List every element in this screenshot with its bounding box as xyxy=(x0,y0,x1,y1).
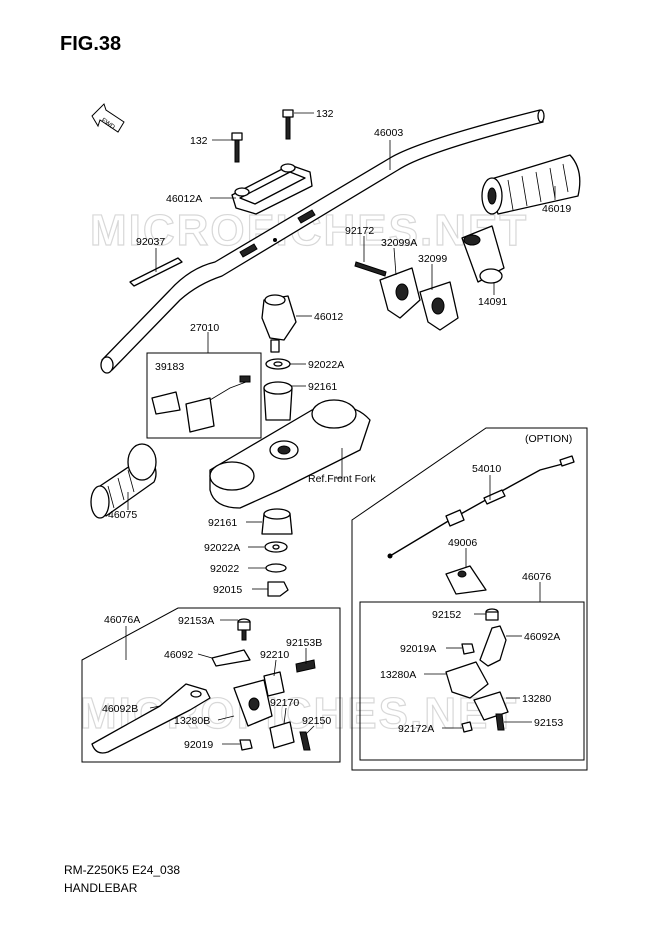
handlebar-46003 xyxy=(100,109,545,374)
nut-92172A xyxy=(461,721,473,733)
holder-13280B xyxy=(233,679,273,727)
bolt-92153 xyxy=(495,713,505,731)
lever-cover-49006 xyxy=(445,565,487,595)
label-14091: 14091 xyxy=(478,296,507,308)
lower-holder-46012 xyxy=(261,294,297,353)
label-46012A: 46012A xyxy=(166,193,202,205)
label-46075: 46075 xyxy=(108,509,137,521)
label-92037: 92037 xyxy=(136,236,165,248)
holder-13280A xyxy=(445,661,489,699)
label-54010: 54010 xyxy=(472,463,501,475)
throttle-housing-32099 xyxy=(419,281,459,331)
switch-assembly-box xyxy=(146,352,262,439)
bolt-132-right xyxy=(282,109,294,140)
label-13280B: 13280B xyxy=(174,715,210,727)
bushing-92161-bottom xyxy=(261,508,293,535)
forward-arrow-icon: FWD xyxy=(91,103,125,133)
label-132-left: 132 xyxy=(190,135,208,147)
label-92152: 92152 xyxy=(432,609,461,621)
label-92161-bottom: 92161 xyxy=(208,517,237,529)
adjuster-92153B xyxy=(295,659,316,673)
label-46019: 46019 xyxy=(542,203,571,215)
footer-name: HANDLEBAR xyxy=(64,881,138,895)
label-92210: 92210 xyxy=(260,649,289,661)
label-92015: 92015 xyxy=(213,584,242,596)
bushing-92161-top xyxy=(263,381,293,421)
figure-title: FIG.38 xyxy=(60,33,121,55)
label-ref-front-fork: Ref.Front Fork xyxy=(308,473,376,485)
washer-92022A-top xyxy=(265,358,291,370)
clutch-cable-54010 xyxy=(387,455,575,559)
label-46092B: 46092B xyxy=(102,703,138,715)
bolt-132-left xyxy=(231,132,243,163)
label-92022: 92022 xyxy=(210,563,239,575)
throttle-grip-14091 xyxy=(461,225,505,284)
collar-92170 xyxy=(269,721,295,749)
footer-code: RM-Z250K5 E24_038 xyxy=(64,863,180,877)
label-92153B: 92153B xyxy=(286,637,322,649)
label-46076A: 46076A xyxy=(104,614,140,626)
label-39183: 39183 xyxy=(155,361,184,373)
bolt-92153A xyxy=(237,618,251,641)
label-49006: 49006 xyxy=(448,537,477,549)
leader-lines xyxy=(125,112,556,745)
label-92153A: 92153A xyxy=(178,615,214,627)
washer-92022 xyxy=(265,563,287,573)
lever-assembly-box xyxy=(81,607,341,763)
nut-92019A xyxy=(461,643,475,655)
lever-46092 xyxy=(211,649,251,667)
upper-clamp-46012A xyxy=(231,163,313,215)
lever-46092B xyxy=(91,683,211,754)
label-27010: 27010 xyxy=(190,322,219,334)
nut-92019 xyxy=(239,739,253,751)
label-92022A-bottom: 92022A xyxy=(204,542,240,554)
label-92172A: 92172A xyxy=(398,723,434,735)
bolt-92150 xyxy=(299,731,311,751)
switch-39183 xyxy=(151,375,251,433)
label-13280: 13280 xyxy=(522,693,551,705)
lever-46092A xyxy=(479,625,507,667)
label-32099: 32099 xyxy=(418,253,447,265)
option-inner-box xyxy=(359,601,585,761)
holder-13280 xyxy=(473,691,509,721)
nut-92015 xyxy=(267,581,289,597)
screw-92172 xyxy=(354,261,387,277)
label-92161-top: 92161 xyxy=(308,381,337,393)
label-46003: 46003 xyxy=(374,127,403,139)
label-92019A: 92019A xyxy=(400,643,436,655)
grip-left-46075 xyxy=(90,443,157,519)
label-32099A: 32099A xyxy=(381,237,417,249)
label-46076: 46076 xyxy=(522,571,551,583)
label-92153: 92153 xyxy=(534,717,563,729)
part-labels: 132 132 46003 46012A 46019 92037 92172 3… xyxy=(102,108,572,751)
throttle-housing-32099A xyxy=(379,267,421,319)
label-92172: 92172 xyxy=(345,225,374,237)
label-46092A: 46092A xyxy=(524,631,560,643)
label-92019: 92019 xyxy=(184,739,213,751)
label-132-right: 132 xyxy=(316,108,334,120)
label-92150: 92150 xyxy=(302,715,331,727)
grip-right-46019 xyxy=(481,154,581,215)
label-92022A-top: 92022A xyxy=(308,359,344,371)
label-option: (OPTION) xyxy=(525,433,572,445)
label-46092: 46092 xyxy=(164,649,193,661)
label-92170: 92170 xyxy=(270,697,299,709)
label-46012: 46012 xyxy=(314,311,343,323)
bolt-92152 xyxy=(485,608,499,621)
label-13280A: 13280A xyxy=(380,669,416,681)
washer-92022A-bottom xyxy=(264,541,288,553)
steering-stem-bracket xyxy=(209,399,371,509)
option-box xyxy=(351,427,588,771)
